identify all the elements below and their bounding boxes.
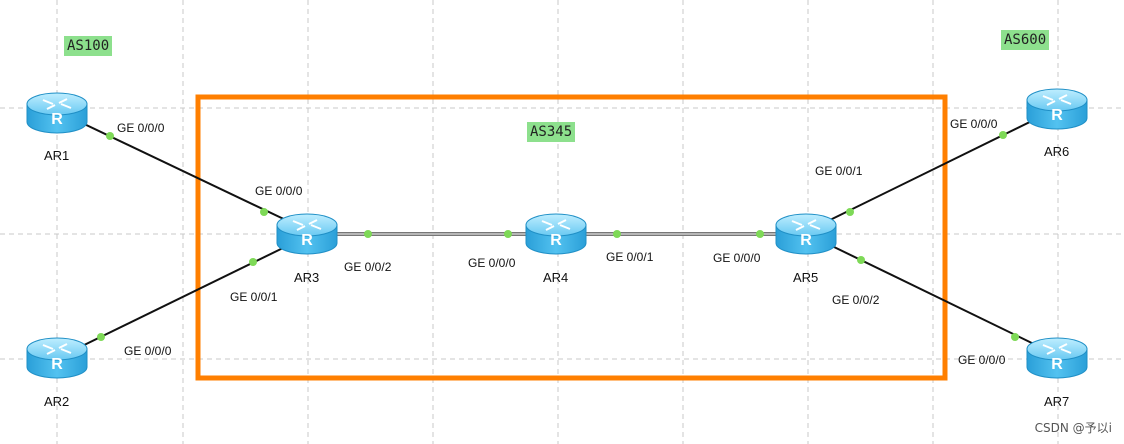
port-label-ar4-ge001: GE 0/0/1 [606, 250, 654, 264]
port-label-ar5-ge001: GE 0/0/1 [815, 164, 863, 178]
port-label-ar5-ge000: GE 0/0/0 [713, 251, 761, 265]
csdn-watermark: CSDN @予以i [1034, 421, 1112, 435]
router-ar1-name: AR1 [44, 148, 70, 163]
port-dot-ar7-ge000 [1011, 333, 1019, 341]
port-dot-ar5-ge002 [857, 256, 865, 264]
port-dot-ar6-ge000 [999, 131, 1007, 139]
port-dot-ar3-ge002 [364, 230, 372, 238]
port-dot-ar5-ge000 [756, 230, 764, 238]
router-ar2-name: AR2 [44, 394, 70, 409]
router-ar6-name: AR6 [1044, 144, 1070, 159]
port-dot-ar1-ge000 [106, 132, 114, 140]
port-label-ar3-ge001: GE 0/0/1 [230, 290, 278, 304]
port-label-ar1-ge000: GE 0/0/0 [117, 121, 165, 135]
port-label-ar5-ge002: GE 0/0/2 [832, 293, 880, 307]
router-ar3-icon[interactable] [276, 213, 338, 255]
router-ar5-name: AR5 [793, 270, 819, 285]
link-ar5-ar7 [831, 245, 1039, 347]
port-label-ar6-ge000: GE 0/0/0 [950, 117, 998, 131]
port-label-ar3-ge002: GE 0/0/2 [344, 260, 392, 274]
port-dot-ar5-ge001 [846, 208, 854, 216]
port-dot-ar2-ge000 [97, 333, 105, 341]
router-ar1-icon[interactable] [26, 92, 88, 134]
port-label-ar2-ge000: GE 0/0/0 [124, 344, 172, 358]
port-dot-ar3-ge000 [260, 208, 268, 216]
as600-label: AS600 [1001, 30, 1050, 50]
router-ar5-icon[interactable] [775, 213, 837, 255]
port-dot-ar3-ge001 [249, 258, 257, 266]
link-ar1-ar3 [79, 121, 291, 223]
router-ar4-icon[interactable] [525, 213, 587, 255]
router-ar7-icon[interactable] [1026, 337, 1088, 379]
port-label-ar4-ge000: GE 0/0/0 [468, 256, 516, 270]
port-dots [97, 131, 1019, 341]
as345-boundary [195, 94, 948, 381]
as100-label: AS100 [64, 36, 113, 56]
port-dot-ar4-ge000 [504, 230, 512, 238]
router-ar7-name: AR7 [1044, 394, 1070, 409]
port-label-ar3-ge000: GE 0/0/0 [255, 184, 303, 198]
port-label-ar7-ge000: GE 0/0/0 [958, 353, 1006, 367]
port-dot-ar4-ge001 [613, 230, 621, 238]
router-ar2-icon[interactable] [26, 337, 88, 379]
as345-label: AS345 [527, 122, 576, 142]
router-ar3-name: AR3 [294, 270, 320, 285]
router-ar6-icon[interactable] [1026, 88, 1088, 130]
router-ar4-name: AR4 [543, 270, 569, 285]
